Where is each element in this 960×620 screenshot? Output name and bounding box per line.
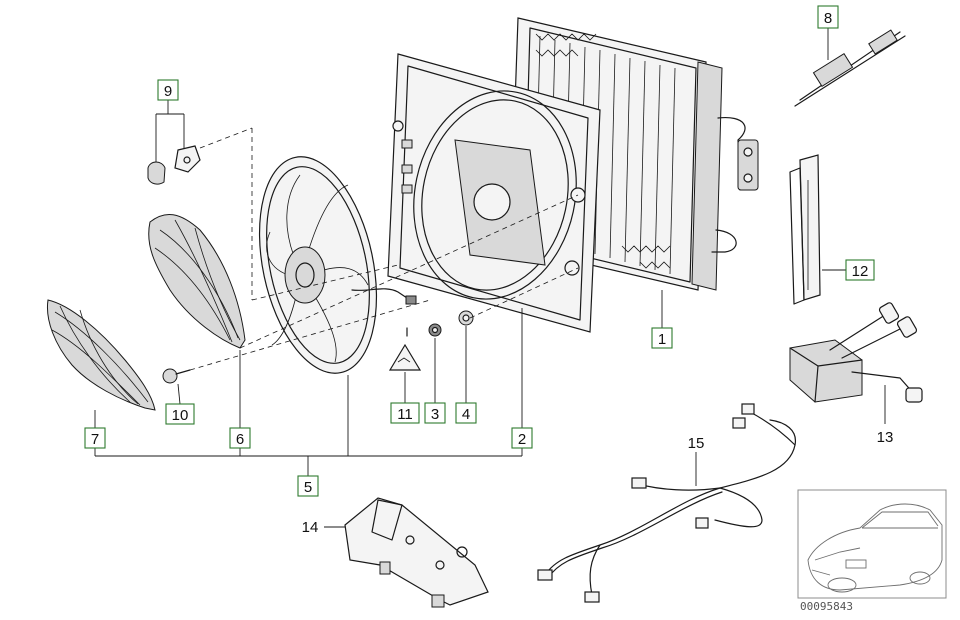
callout-5-label: 5 <box>304 479 312 496</box>
callout-4-label: 4 <box>462 406 470 423</box>
callout-8-label: 8 <box>824 10 832 27</box>
car-outline-icon <box>807 503 943 593</box>
callout-12-label: 12 <box>852 263 869 280</box>
callout-7-label: 7 <box>91 431 99 448</box>
callout-2[interactable]: 2 <box>511 427 533 449</box>
callout-5[interactable]: 5 <box>297 475 319 497</box>
warning-label-part <box>388 327 422 371</box>
label-13[interactable]: 13 <box>877 429 894 446</box>
callout-1[interactable]: 1 <box>651 327 673 349</box>
bracket-part <box>344 497 489 608</box>
callout-9[interactable]: 9 <box>157 79 179 101</box>
callout-6[interactable]: 6 <box>229 427 251 449</box>
clip-parts <box>147 145 201 185</box>
wiring-harness-part <box>537 403 797 603</box>
label-14[interactable]: 14 <box>302 519 319 536</box>
fan-wheel <box>258 156 417 374</box>
inset-reference-number: 00095843 <box>800 600 853 613</box>
fan-grille <box>148 214 246 349</box>
resistor-module-part <box>789 302 923 403</box>
callout-7[interactable]: 7 <box>84 427 106 449</box>
callout-6-label: 6 <box>236 431 244 448</box>
screw-part <box>162 368 191 384</box>
callout-11[interactable]: 11 <box>390 402 420 424</box>
callout-8[interactable]: 8 <box>817 5 839 29</box>
car-locator-inset: 00095843 <box>797 489 947 613</box>
label-15[interactable]: 15 <box>688 435 705 452</box>
callout-12[interactable]: 12 <box>845 259 875 281</box>
callout-10-label: 10 <box>172 407 189 424</box>
leader-lines <box>94 28 886 528</box>
callout-3[interactable]: 3 <box>424 402 446 424</box>
front-grille <box>46 299 156 411</box>
callout-3-label: 3 <box>431 406 439 423</box>
callout-10[interactable]: 10 <box>165 403 195 425</box>
fan-shroud <box>387 53 601 333</box>
callout-1-label: 1 <box>658 331 666 348</box>
callout-9-label: 9 <box>164 83 172 100</box>
callout-4[interactable]: 4 <box>455 402 477 424</box>
callout-11-label: 11 <box>397 406 413 423</box>
wiring-connector-part <box>794 29 906 107</box>
nut-parts <box>428 310 474 337</box>
callout-2-label: 2 <box>518 431 526 448</box>
assembly-lines <box>189 127 579 371</box>
side-seal-part <box>789 154 821 305</box>
